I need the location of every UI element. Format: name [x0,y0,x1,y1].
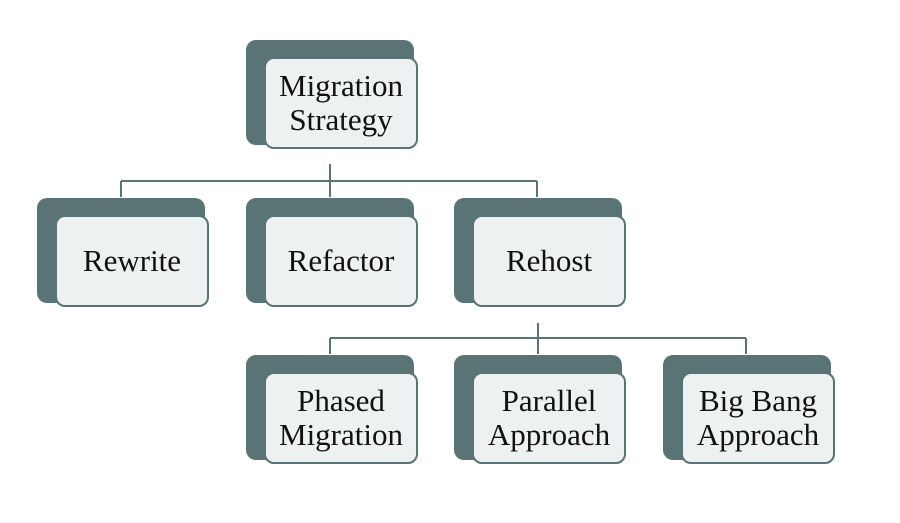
node-rehost: Rehost [454,198,626,307]
node-refactor: Refactor [246,198,418,307]
node-big-bang-approach: Big Bang Approach [663,355,835,464]
node-migration-strategy: Migration Strategy [246,40,418,149]
node-label: Refactor [287,243,395,278]
node-card [55,215,209,307]
node-card [264,372,418,464]
node-label: Migration Strategy [279,68,403,137]
node-label: Parallel Approach [487,383,611,452]
node-label: Big Bang Approach [696,383,820,452]
node-label: Rehost [505,243,593,278]
node-label: Phased Migration [279,383,403,452]
node-parallel-approach: Parallel Approach [454,355,626,464]
node-rewrite: Rewrite [37,198,209,307]
node-phased-migration: Phased Migration [246,355,418,464]
node-card [472,215,626,307]
connector-rehost-to-level2 [329,323,747,354]
node-label: Rewrite [82,243,182,278]
node-card [264,57,418,149]
node-card [264,215,418,307]
connector-root-to-level1 [120,164,538,197]
node-card [681,372,835,464]
node-card [472,372,626,464]
